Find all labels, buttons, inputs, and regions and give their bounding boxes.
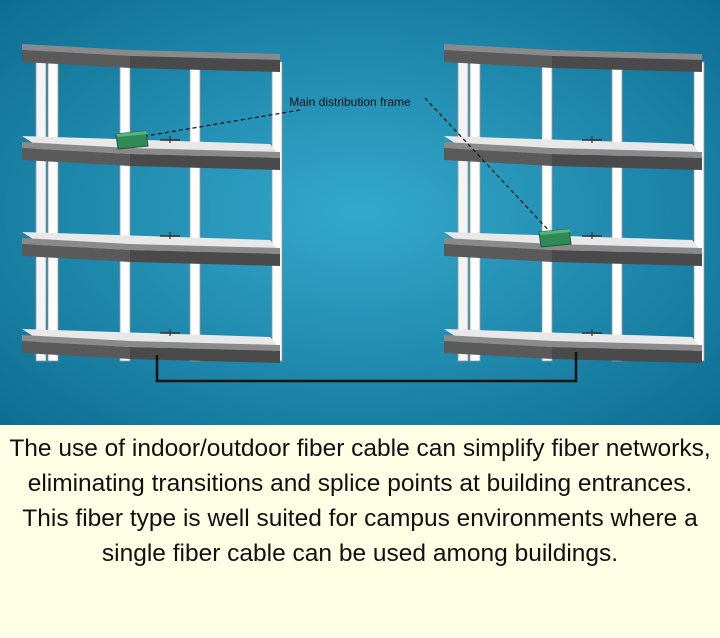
slab-side: [552, 56, 702, 72]
column: [35, 53, 47, 362]
slab-side: [130, 154, 280, 170]
distribution-frame-left: [115, 130, 149, 150]
slab-side: [130, 250, 280, 266]
column: [47, 61, 59, 362]
slab-top: [22, 238, 280, 254]
slab-top: [22, 44, 280, 60]
column: [693, 61, 705, 362]
slab-front: [22, 244, 130, 262]
slab-side: [552, 250, 702, 266]
column: [611, 61, 623, 362]
slab-top: [444, 142, 702, 158]
callout-leader-left: [139, 109, 301, 138]
slab-front: [444, 341, 552, 359]
column: [457, 53, 469, 362]
slab-side: [552, 347, 702, 363]
column: [541, 61, 553, 362]
slab-front: [444, 244, 552, 262]
slab-front: [444, 148, 552, 166]
right-building: [444, 44, 705, 363]
column: [119, 61, 131, 362]
slab-top: [22, 335, 280, 351]
slab-front: [444, 50, 552, 68]
slab-top: [444, 44, 702, 60]
slab-side: [130, 347, 280, 363]
column: [189, 61, 201, 362]
slab-front: [22, 50, 130, 68]
slab-side: [552, 154, 702, 170]
fiber-cable: [155, 352, 578, 383]
callout-label: Main distribution frame: [289, 95, 411, 109]
distribution-frame-right: [538, 228, 572, 248]
callout-leader-right: [424, 97, 554, 236]
left-building: [22, 44, 283, 363]
slab-top: [444, 238, 702, 254]
fiber-campus-diagram: [0, 0, 720, 425]
slab-top: [444, 335, 702, 351]
column: [469, 61, 481, 362]
slab-front: [22, 341, 130, 359]
caption: The use of indoor/outdoor fiber cable ca…: [0, 425, 720, 638]
slab-side: [130, 56, 280, 72]
slab-top: [22, 142, 280, 158]
slab-front: [22, 148, 130, 166]
